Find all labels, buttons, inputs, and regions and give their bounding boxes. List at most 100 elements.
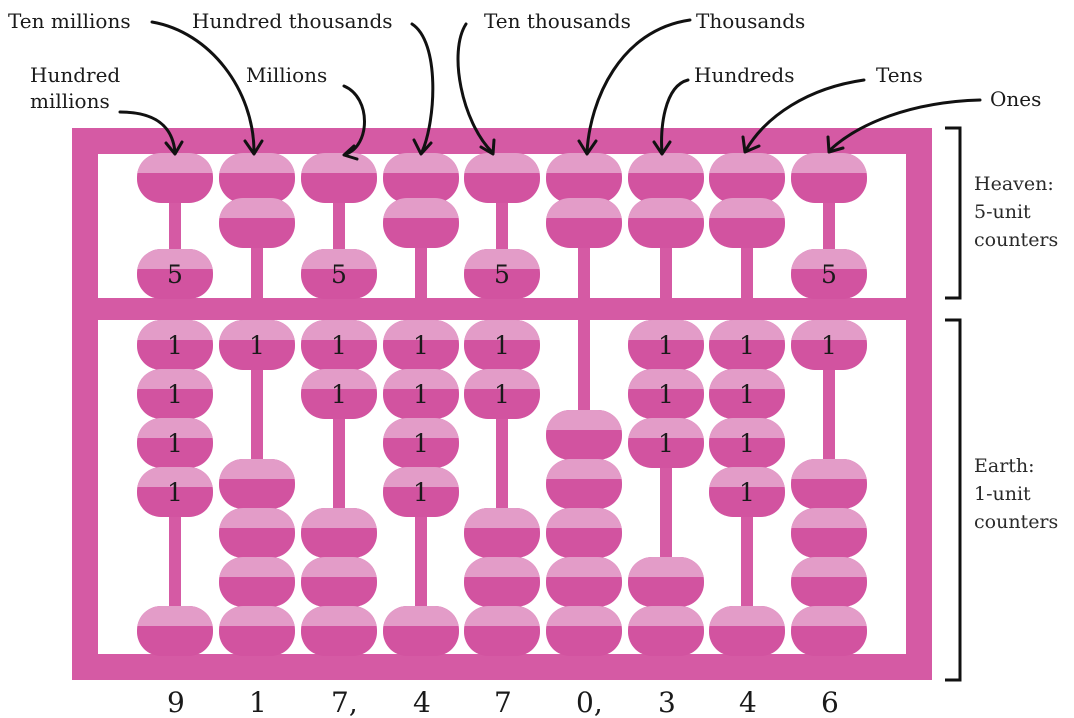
arrow-hundred-millions [118, 110, 184, 156]
bead-value-label: 1 [167, 478, 183, 507]
heaven-bead [301, 153, 377, 203]
heaven-bead [709, 153, 785, 203]
bead-value-label: 5 [167, 260, 183, 289]
earth-bead [791, 557, 867, 607]
bead-value-label: 1 [494, 380, 510, 409]
earth-bead [791, 508, 867, 558]
arrow-ten-thousands [456, 22, 496, 156]
heaven-bead [137, 153, 213, 203]
earth-bead [219, 459, 295, 509]
frame-top [72, 128, 932, 154]
earth-bead-active: 1 [383, 320, 459, 370]
bead-value-label: 1 [413, 331, 429, 360]
earth-bead [546, 606, 622, 656]
digit-label: 1 [249, 686, 267, 718]
earth-bead-active: 1 [383, 369, 459, 419]
heaven-bead [219, 153, 295, 203]
bead-value-label: 1 [413, 429, 429, 458]
heaven-bead [709, 198, 785, 248]
bead-value-label: 1 [167, 380, 183, 409]
heaven-bead [383, 153, 459, 203]
frame-right [906, 128, 932, 680]
label-tens: Tens [876, 63, 923, 87]
heaven-bead-active: 5 [464, 249, 540, 299]
bead-value-label: 5 [821, 260, 837, 289]
bead-value-label: 1 [658, 331, 674, 360]
label-hundreds: Hundreds [694, 63, 794, 87]
heaven-bead [546, 153, 622, 203]
earth-bead [219, 557, 295, 607]
heaven-bead-active: 5 [791, 249, 867, 299]
digit-label: 6 [821, 686, 839, 718]
bead-value-label: 1 [739, 478, 755, 507]
arrow-tens [741, 78, 866, 154]
label-hundred-millions-line1: Hundred [30, 63, 120, 87]
pointer-arrows [118, 18, 982, 161]
earth-bead-active: 1 [628, 418, 704, 468]
earth-bead-active: 1 [383, 418, 459, 468]
bead-value-label: 1 [167, 331, 183, 360]
heaven-bead [383, 198, 459, 248]
bead-value-label: 1 [413, 380, 429, 409]
earth-bead [464, 508, 540, 558]
bead-value-label: 1 [167, 429, 183, 458]
bead-value-label: 1 [413, 478, 429, 507]
earth-bead [464, 606, 540, 656]
label-millions: Millions [246, 63, 327, 87]
heaven-label-line3: counters [974, 229, 1058, 251]
digit-label: 7, [331, 686, 358, 718]
frame-bottom [72, 654, 932, 680]
arrow-ten-millions [150, 20, 264, 156]
digit-label: 9 [167, 686, 185, 718]
earth-bead [709, 606, 785, 656]
heaven-label-line2: 5-unit [974, 201, 1031, 223]
earth-bead-active: 1 [464, 320, 540, 370]
earth-bead [301, 557, 377, 607]
label-hundred-millions-line2: millions [30, 89, 110, 113]
earth-bead-active: 1 [628, 369, 704, 419]
earth-bead-active: 1 [709, 418, 785, 468]
earth-bead [546, 459, 622, 509]
heaven-bead [219, 198, 295, 248]
heaven-bead [628, 153, 704, 203]
arrow-hundred-thousands [410, 22, 435, 156]
earth-bead-active: 1 [219, 320, 295, 370]
heaven-bead-active: 5 [301, 249, 377, 299]
bead-value-label: 1 [658, 380, 674, 409]
digit-label: 4 [413, 686, 431, 718]
earth-bead [219, 508, 295, 558]
earth-bead-active: 1 [791, 320, 867, 370]
earth-bead [628, 557, 704, 607]
heaven-bead [791, 153, 867, 203]
label-ten-thousands: Ten thousands [484, 9, 631, 33]
bead-value-label: 1 [739, 380, 755, 409]
earth-bead [137, 606, 213, 656]
earth-label-line1: Earth: [974, 455, 1035, 477]
digit-label: 7 [494, 686, 512, 718]
bead-value-label: 1 [331, 331, 347, 360]
abacus-frame [72, 128, 932, 680]
earth-bracket: Earth: 1-unit counters [945, 318, 1058, 682]
heaven-bead-active: 5 [137, 249, 213, 299]
place-labels: Hundred millions Ten millions Millions H… [8, 9, 1041, 113]
earth-bead-active: 1 [709, 467, 785, 517]
arrow-millions [342, 84, 366, 161]
bead-value-label: 1 [821, 331, 837, 360]
heaven-bead [464, 153, 540, 203]
earth-bead-active: 1 [137, 418, 213, 468]
earth-bead-active: 1 [137, 467, 213, 517]
label-ones: Ones [990, 87, 1041, 111]
arrow-hundreds [652, 78, 690, 156]
earth-bead [791, 606, 867, 656]
earth-bead-active: 1 [137, 369, 213, 419]
earth-bead [546, 508, 622, 558]
earth-bead [301, 508, 377, 558]
earth-bead [464, 557, 540, 607]
earth-label-line3: counters [974, 511, 1058, 533]
label-ten-millions: Ten millions [8, 9, 131, 33]
digit-label: 0, [576, 686, 603, 718]
label-thousands: Thousands [696, 9, 805, 33]
